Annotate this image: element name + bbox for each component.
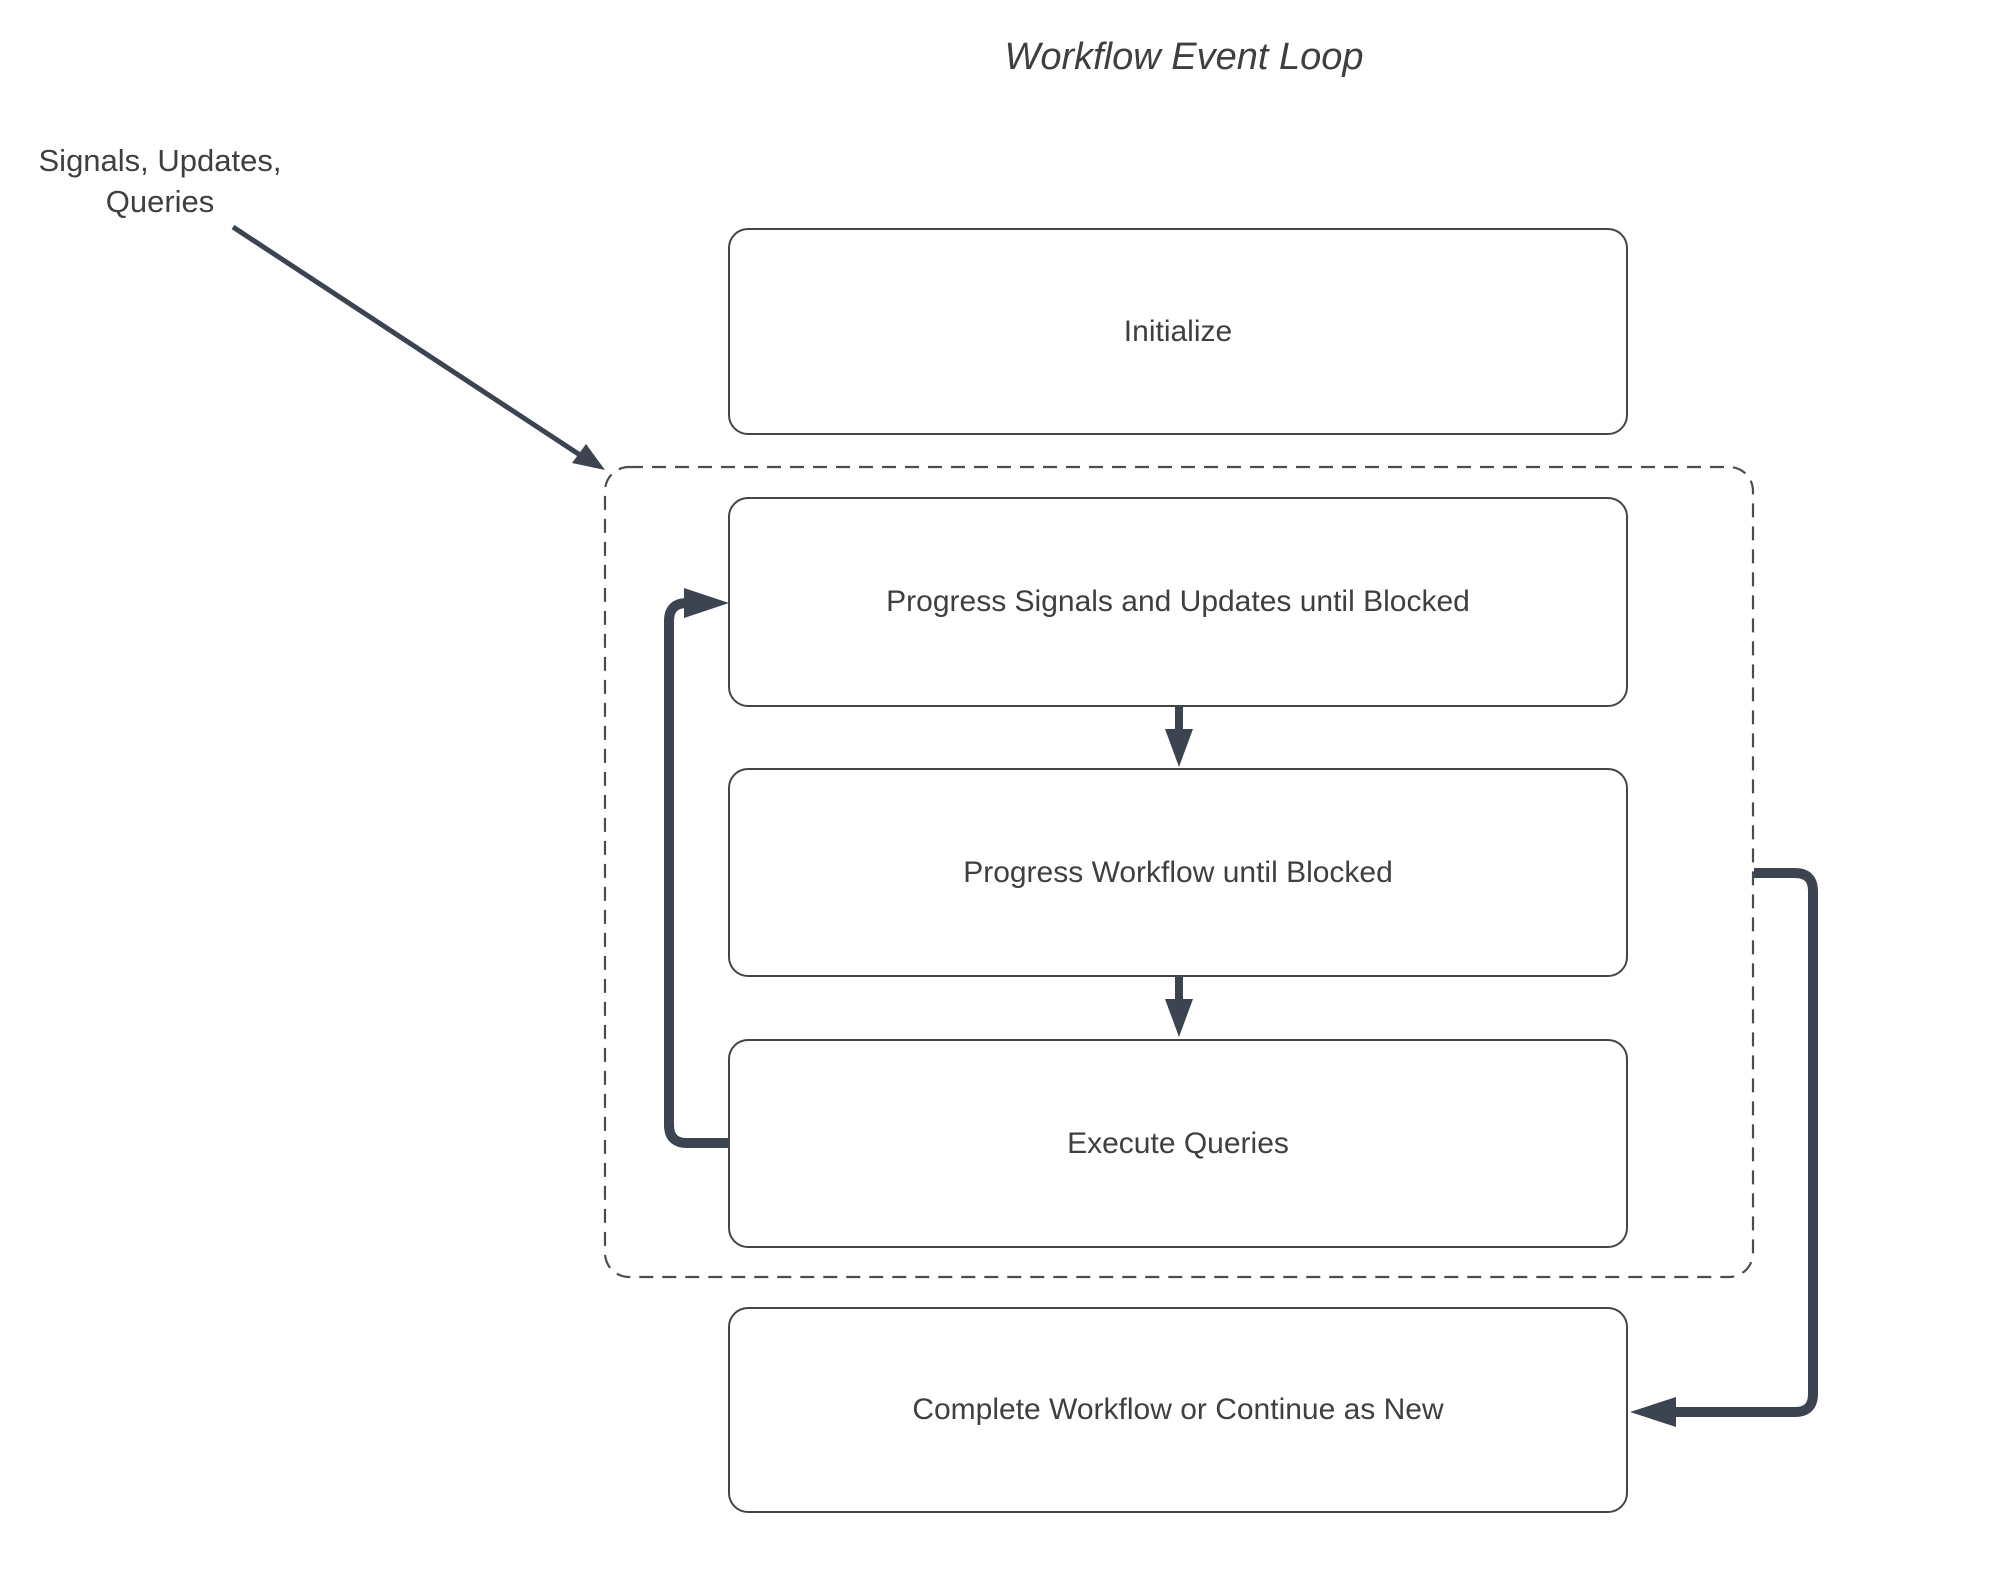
node-progress-workflow: Progress Workflow until Blocked xyxy=(728,768,1628,977)
node-progress-signals: Progress Signals and Updates until Block… xyxy=(728,497,1628,707)
flow-arrow-1 xyxy=(1165,706,1193,767)
signals-input-arrow xyxy=(231,224,605,470)
loop-back-arrow xyxy=(664,588,730,1148)
page-title: Workflow Event Loop xyxy=(1004,36,1364,78)
node-progress-signals-label: Progress Signals and Updates until Block… xyxy=(886,585,1470,618)
node-initialize: Initialize xyxy=(728,228,1628,435)
node-initialize-label: Initialize xyxy=(1123,314,1233,348)
continue-arrow xyxy=(1630,868,1818,1427)
node-execute-queries-label: Execute Queries xyxy=(1067,1126,1289,1160)
node-complete: Complete Workflow or Continue as New xyxy=(728,1307,1628,1513)
node-complete-label: Complete Workflow or Continue as New xyxy=(912,1393,1444,1426)
flow-arrow-2 xyxy=(1165,976,1193,1037)
node-progress-workflow-label: Progress Workflow until Blocked xyxy=(963,855,1393,889)
event-loop-group-border xyxy=(603,465,1755,1279)
signals-updates-queries-label: Signals, Updates, Queries xyxy=(38,143,282,219)
node-execute-queries: Execute Queries xyxy=(728,1039,1628,1248)
